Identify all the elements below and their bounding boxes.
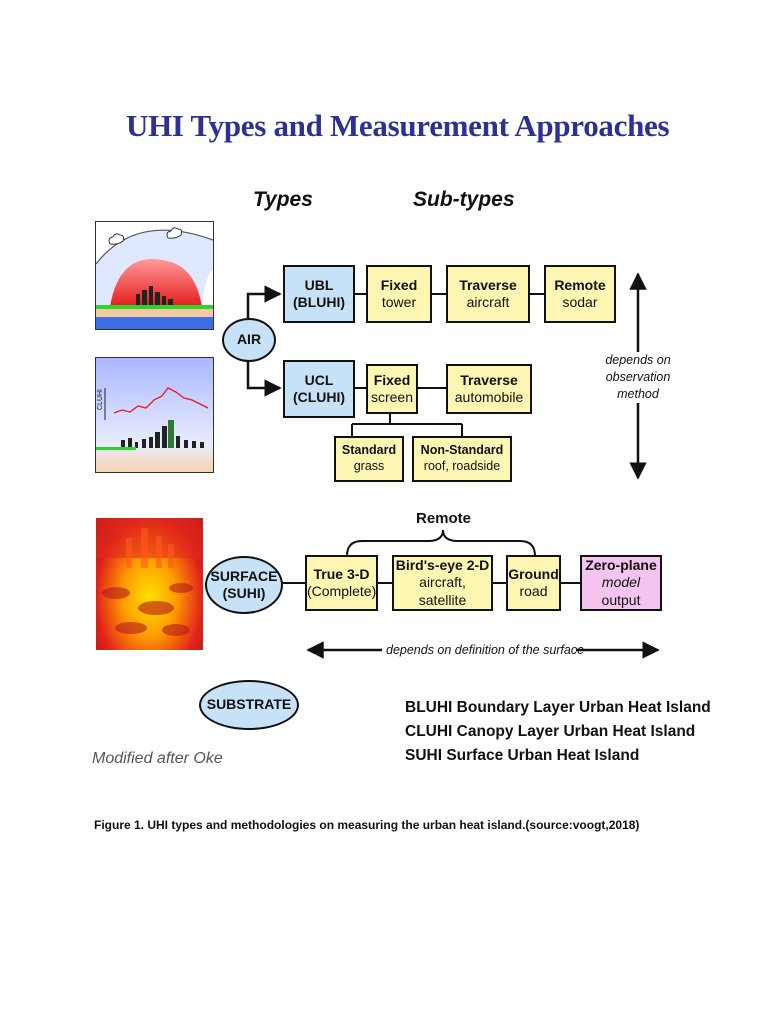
subtypes-header: Sub-types [413,188,515,211]
zero-plane-sub: output [601,591,641,608]
boundary-layer-thumbnail [95,221,214,330]
standard-label: Standard [341,443,397,458]
observation-note: depends on observation method [596,352,680,403]
legend-cluhi: CLUHI Canopy Layer Urban Heat Island [405,723,696,740]
zero-plane-model: model [601,574,641,591]
non-standard-label: Non-Standard [420,443,504,458]
standard-sub: grass [353,459,385,473]
canopy-layer-thumbnail: CLUHI [95,357,214,473]
non-standard-box: Non-Standard roof, roadside [412,436,512,482]
birds-eye-label: Bird's-eye 2-D [395,556,490,573]
air-type: AIR [222,318,276,362]
air-to-ucl-arrow [246,358,282,397]
remote-label: Remote [416,510,472,527]
ucl-sub-label: (CLUHI) [292,389,346,405]
ucl-fixed-sub: screen [370,389,414,405]
ucl-label: UCL [304,371,334,388]
zero-plane-label: Zero-plane [585,556,657,573]
ucl-traverse-label: Traverse [460,371,518,388]
boundary-layer-illustration [96,227,213,329]
remote-bracket [346,529,536,557]
ubl-sub-label: (BLUHI) [292,294,346,310]
air-label: AIR [236,331,262,348]
observation-note-line1: depends on [605,353,671,367]
true-3d-label: True 3-D [313,565,370,582]
ubl-traverse-label: Traverse [459,276,517,293]
ubl-fixed-label: Fixed [380,276,418,293]
ubl-fixed-box: Fixed tower [366,265,432,323]
true-3d-box: True 3-D (Complete) [305,555,378,611]
ground-box: Ground road [506,555,561,611]
legend: BLUHI Boundary Layer Urban Heat Island C… [405,696,711,768]
substrate-label: SUBSTRATE [206,696,292,713]
birds-eye-sub: aircraft, satellite [418,574,467,608]
ubl-remote-sub: sodar [562,294,598,310]
surface-thermal-thumbnail [96,518,203,650]
cluhi-axis-label: CLUHI [97,389,104,410]
surface-thermal-illustration [96,518,203,636]
legend-suhi: SUHI Surface Urban Heat Island [405,747,640,764]
surface-label: SURFACE [210,567,278,584]
ubl-remote-box: Remote sodar [544,265,616,323]
ubl-label: UBL [304,276,334,293]
ubl-fixed-sub: tower [381,294,417,310]
figure-caption: Figure 1. UHI types and methodologies on… [94,818,640,832]
ground-label: Ground [508,565,559,582]
ucl-fixed-label: Fixed [373,371,411,388]
types-header: Types [253,188,313,211]
standard-box: Standard grass [334,436,404,482]
ubl-box: UBL (BLUHI) [283,265,355,323]
canopy-layer-illustration: CLUHI [96,387,209,450]
diagram-title: UHI Types and Measurement Approaches [126,108,670,143]
observation-note-line2: observation [605,369,671,384]
substrate-type: SUBSTRATE [199,680,299,730]
surface-note: depends on definition of the surface [386,643,585,657]
non-standard-sub: roof, roadside [423,459,501,473]
suhi-label: (SUHI) [222,585,266,601]
air-to-ubl-arrow [246,285,282,318]
ucl-traverse-box: Traverse automobile [446,364,532,414]
ubl-remote-label: Remote [554,276,606,293]
ucl-box: UCL (CLUHI) [283,360,355,418]
true-3d-sub: (Complete) [307,583,377,599]
zero-plane-box: Zero-plane model output [580,555,662,611]
observation-note-line3: method [617,386,659,401]
screen-branch [351,413,463,436]
surface-type: SURFACE (SUHI) [205,556,283,614]
ubl-traverse-box: Traverse aircraft [446,265,530,323]
legend-bluhi: BLUHI Boundary Layer Urban Heat Island [405,699,711,716]
ground-sub: road [519,583,548,599]
ucl-traverse-sub: automobile [454,389,524,405]
credit-text: Modified after Oke [92,750,223,767]
ucl-fixed-box: Fixed screen [366,364,418,414]
birds-eye-box: Bird's-eye 2-D aircraft, satellite [392,555,493,611]
ubl-traverse-sub: aircraft [466,294,510,310]
